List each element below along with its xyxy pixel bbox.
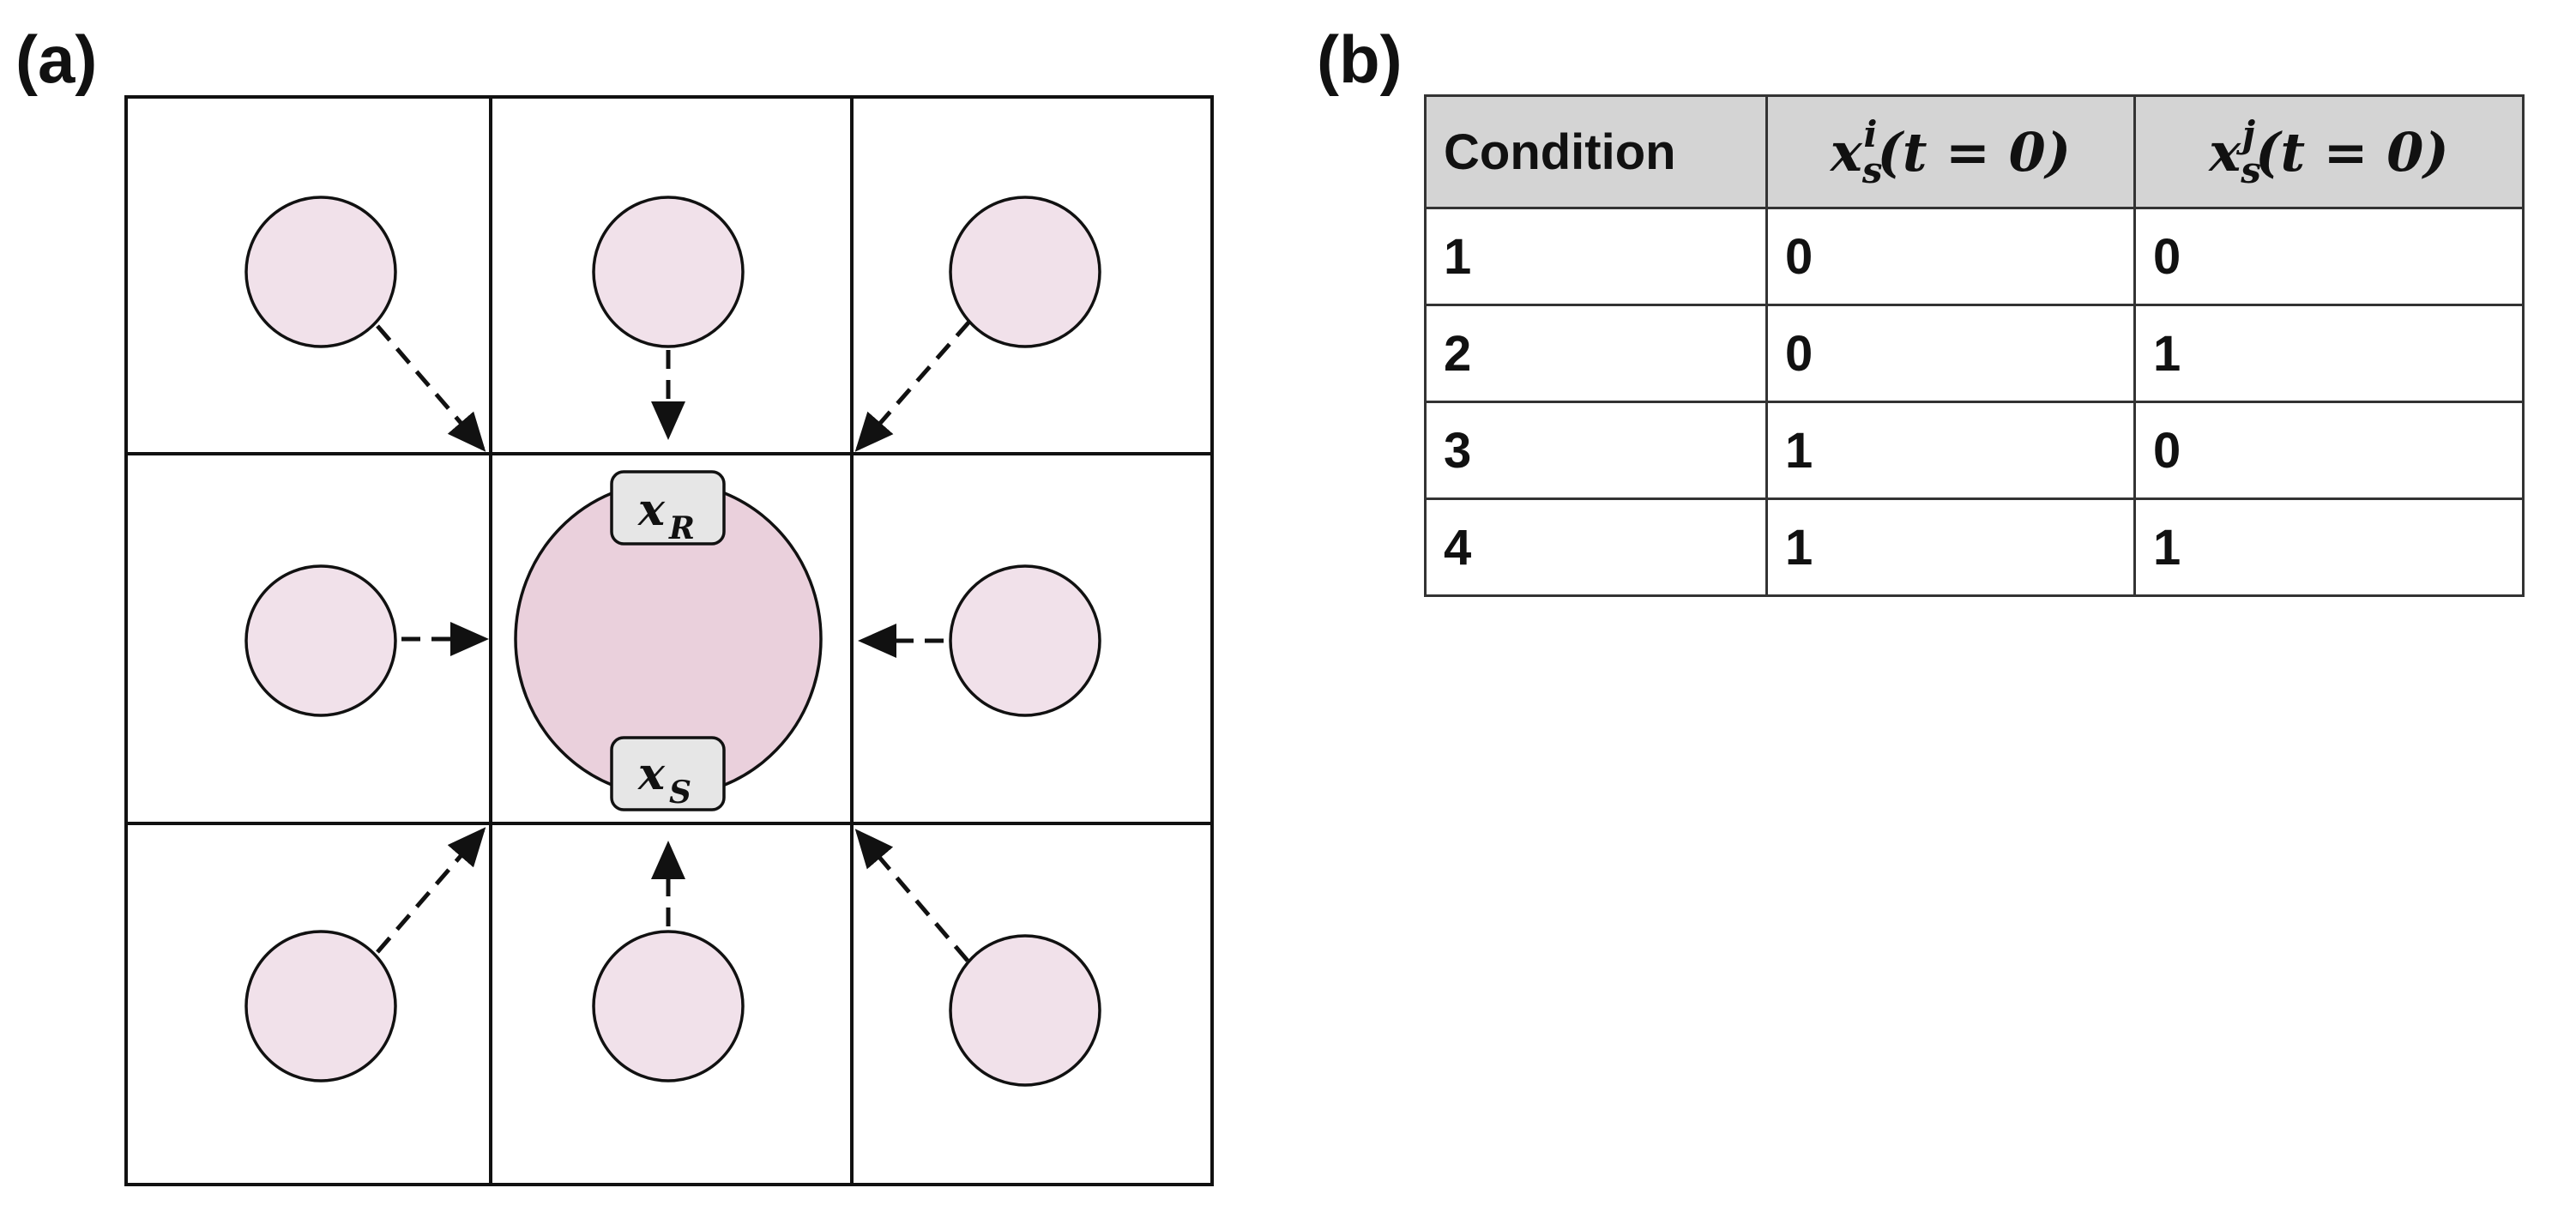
- cell-grid-diagram: x R x S: [124, 95, 1214, 1186]
- cell-condition: 2: [1424, 304, 1768, 403]
- cell-condition: 1: [1424, 207, 1768, 306]
- receptor-subscript: R: [668, 510, 695, 546]
- neighbor-cell-top-left: [244, 196, 397, 348]
- neighbor-cell-bottom-right: [949, 934, 1101, 1087]
- conditions-table-panel: Condition xsi(t = 0) xsj(t = 0) 1 0 0 2 …: [1424, 94, 2525, 597]
- arrow-from-bottom-right: [854, 829, 969, 962]
- receptor-var: x: [637, 484, 666, 536]
- arrow-from-top-right: [854, 320, 971, 452]
- cell-xi: 0: [1765, 304, 2136, 403]
- table-row: 4 1 1: [1424, 497, 2525, 597]
- table-row: 2 0 1: [1424, 304, 2525, 403]
- table-row: 1 0 0: [1424, 207, 2525, 306]
- neighbor-cell-left: [244, 564, 397, 717]
- header-condition: Condition: [1424, 94, 1768, 209]
- xj-arg: (t = 0): [2255, 120, 2449, 184]
- conditions-table: Condition xsi(t = 0) xsj(t = 0) 1 0 0 2 …: [1424, 94, 2525, 597]
- receptor-box: x R: [610, 470, 726, 546]
- header-xj: xsj(t = 0): [2133, 94, 2525, 209]
- panel-b-label: (b): [1317, 21, 1403, 97]
- sender-subscript: S: [669, 775, 691, 811]
- cell-xj: 1: [2133, 304, 2525, 403]
- xi-base: x: [1830, 120, 1862, 184]
- cell-condition: 4: [1424, 497, 1768, 597]
- cell-xi: 1: [1765, 401, 2136, 500]
- neighbor-cells: [244, 196, 1101, 1087]
- cell-xj: 0: [2133, 401, 2525, 500]
- xi-sup: i: [1863, 112, 1878, 155]
- cell-xi: 1: [1765, 497, 2136, 597]
- neighbor-cell-bottom: [592, 930, 745, 1082]
- xj-sup: j: [2241, 112, 2256, 155]
- panel-a-label: (a): [15, 21, 98, 97]
- xi-sub: s: [1861, 148, 1883, 191]
- xj-base: x: [2209, 120, 2241, 184]
- cell-xj: 1: [2133, 497, 2525, 597]
- xi-arg: (t = 0): [1877, 120, 2072, 184]
- table-row: 3 1 0: [1424, 401, 2525, 500]
- signal-arrows: [376, 320, 971, 962]
- arrow-from-top-left: [376, 324, 486, 452]
- header-xi: xsi(t = 0): [1765, 94, 2136, 209]
- neighbor-cell-bottom-left: [244, 930, 397, 1082]
- sender-var: x: [637, 748, 666, 800]
- arrow-from-bottom-left: [376, 827, 486, 954]
- grid: [124, 95, 1214, 1186]
- cell-xi: 0: [1765, 207, 2136, 306]
- cell-condition: 3: [1424, 401, 1768, 500]
- sender-box: x S: [610, 736, 726, 811]
- table-header-row: Condition xsi(t = 0) xsj(t = 0): [1424, 94, 2525, 209]
- cell-xj: 0: [2133, 207, 2525, 306]
- neighbor-cell-top: [592, 196, 745, 348]
- xj-sub: s: [2241, 148, 2261, 191]
- neighbor-cell-right: [949, 564, 1101, 717]
- neighbor-cell-top-right: [949, 196, 1101, 348]
